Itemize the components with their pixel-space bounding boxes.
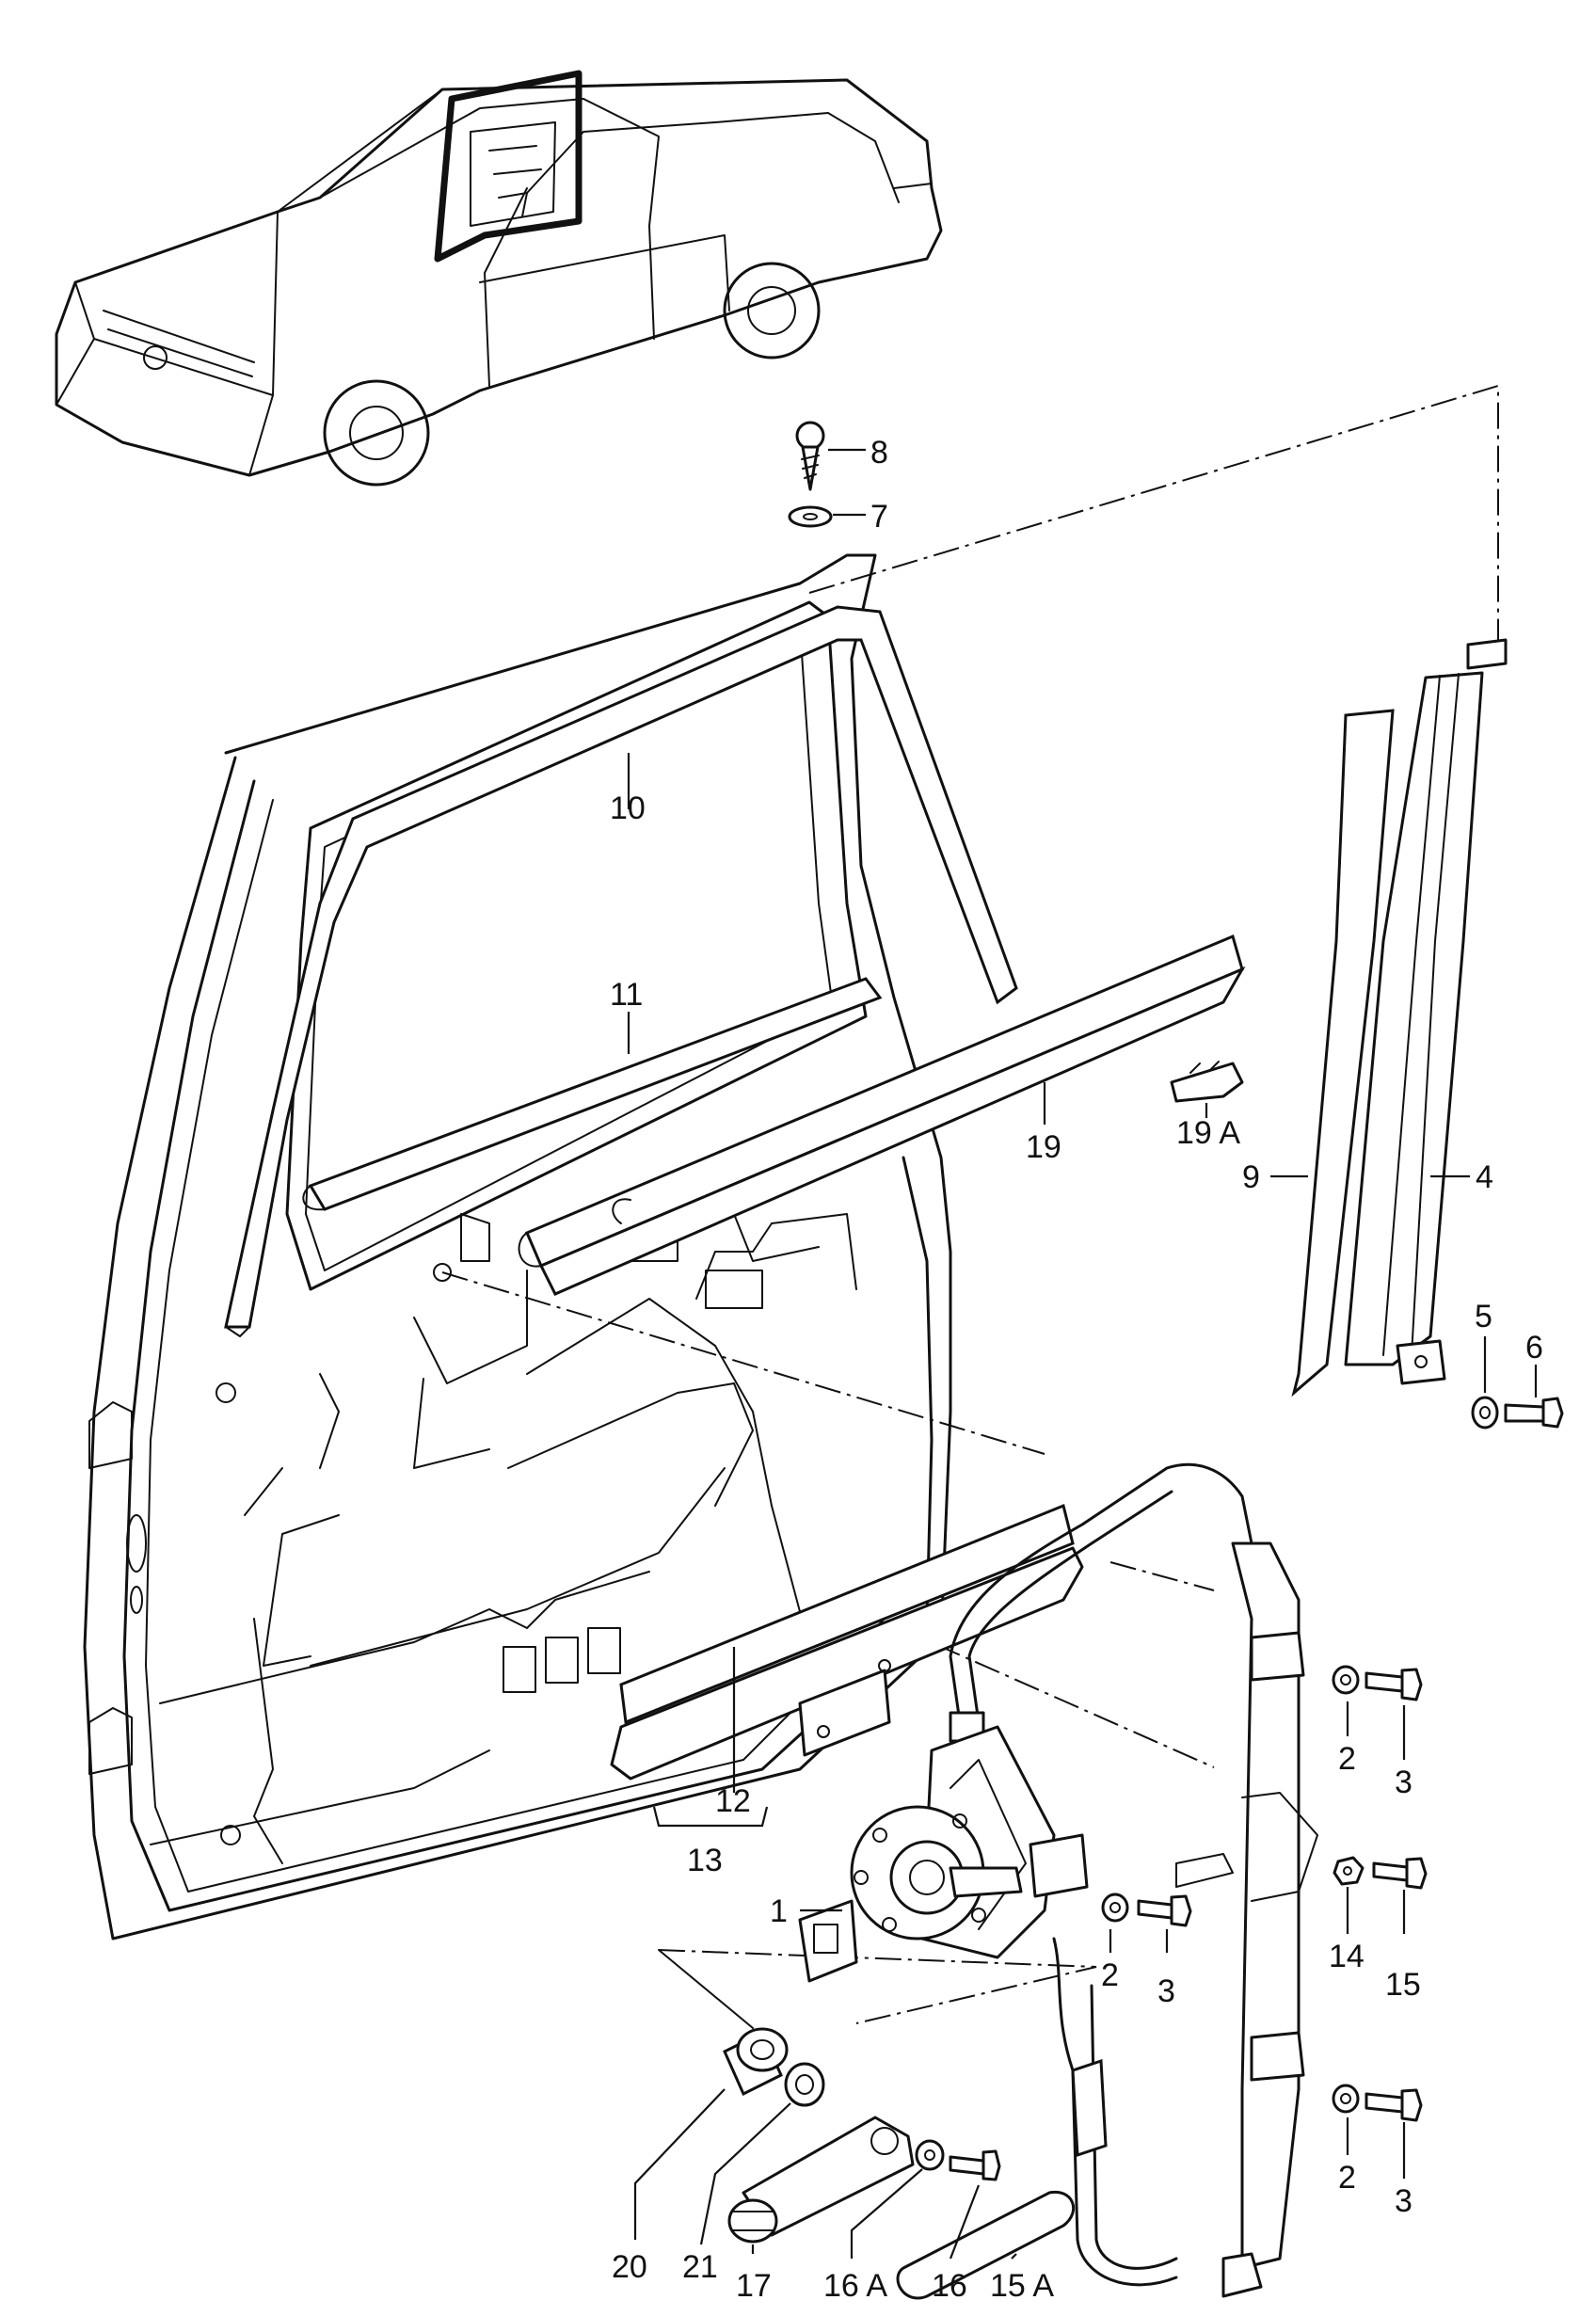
inner-belt-seal-11 <box>302 977 883 1211</box>
callout-4: 4 <box>1476 1159 1493 1195</box>
guide-channel-12-13 <box>610 1503 1084 1781</box>
nut-14 <box>1333 1856 1365 1886</box>
callout-15a: 15 A <box>990 2268 1054 2304</box>
crank-handle-17 <box>727 2116 915 2244</box>
callout-5: 5 <box>1475 1299 1492 1334</box>
bolt-3-top <box>1365 1668 1423 1701</box>
washer-2-bottom <box>1332 2084 1360 2114</box>
washer-5 <box>1471 1396 1499 1430</box>
handle-cover-15a <box>896 2190 1076 2300</box>
callout-11: 11 <box>610 977 643 1013</box>
callout-1: 1 <box>770 1893 788 1929</box>
callout-12: 12 <box>715 1783 751 1819</box>
leader-lines <box>627 448 1538 2260</box>
outer-belt-seal-19 <box>518 934 1246 1296</box>
callout-21: 21 <box>682 2249 718 2285</box>
callout-15: 15 <box>1385 1967 1421 2003</box>
guide-rail-4 <box>1344 638 1508 1385</box>
callout-labels: 8 7 10 11 19 19 A 9 4 5 6 12 13 1 2 3 2 … <box>610 435 1543 2304</box>
callout-16a: 16 A <box>823 2268 887 2304</box>
clip-19a <box>1170 1061 1244 1118</box>
handle-parts-leaders <box>658 1949 754 2029</box>
callout-2-mid: 2 <box>1101 1957 1119 1993</box>
callout-3-top: 3 <box>1395 1765 1412 1800</box>
screw-16 <box>949 2149 1001 2181</box>
window-regulator-1 <box>798 1462 1318 2298</box>
window-channel-seal-10 <box>224 605 1018 1337</box>
washer-7 <box>788 505 833 528</box>
callout-7: 7 <box>870 499 888 535</box>
car-illustration <box>55 70 943 487</box>
bolt-3-bottom <box>1365 2088 1423 2122</box>
callout-8: 8 <box>870 435 888 471</box>
callout-13: 13 <box>687 1843 723 1878</box>
callout-6: 6 <box>1525 1330 1543 1366</box>
bushing-20 <box>723 2027 789 2097</box>
callout-3-mid: 3 <box>1157 1973 1175 2009</box>
callout-10: 10 <box>610 791 646 826</box>
door-shell <box>83 553 952 1941</box>
callout-9: 9 <box>1242 1159 1260 1195</box>
bolt-3-mid <box>1137 1894 1192 1927</box>
callout-3-bottom: 3 <box>1395 2183 1412 2219</box>
callout-20: 20 <box>612 2249 647 2285</box>
bolt-6 <box>1504 1397 1564 1429</box>
guide-seal-9 <box>1291 709 1395 1398</box>
callout-17: 17 <box>736 2268 772 2304</box>
washer-2-top <box>1332 1665 1360 1695</box>
callout-14: 14 <box>1329 1939 1365 1974</box>
washer-2-mid <box>1101 1893 1129 1923</box>
callout-19a: 19 A <box>1176 1115 1240 1151</box>
ring-21 <box>784 2062 825 2107</box>
screw-8 <box>795 421 825 491</box>
callout-16: 16 <box>932 2268 967 2304</box>
callout-19: 19 <box>1026 1129 1061 1165</box>
bolt-15 <box>1372 1857 1428 1890</box>
callout-2-top: 2 <box>1338 1741 1356 1777</box>
callout-2-bottom: 2 <box>1338 2160 1356 2196</box>
washer-16a <box>915 2139 945 2171</box>
